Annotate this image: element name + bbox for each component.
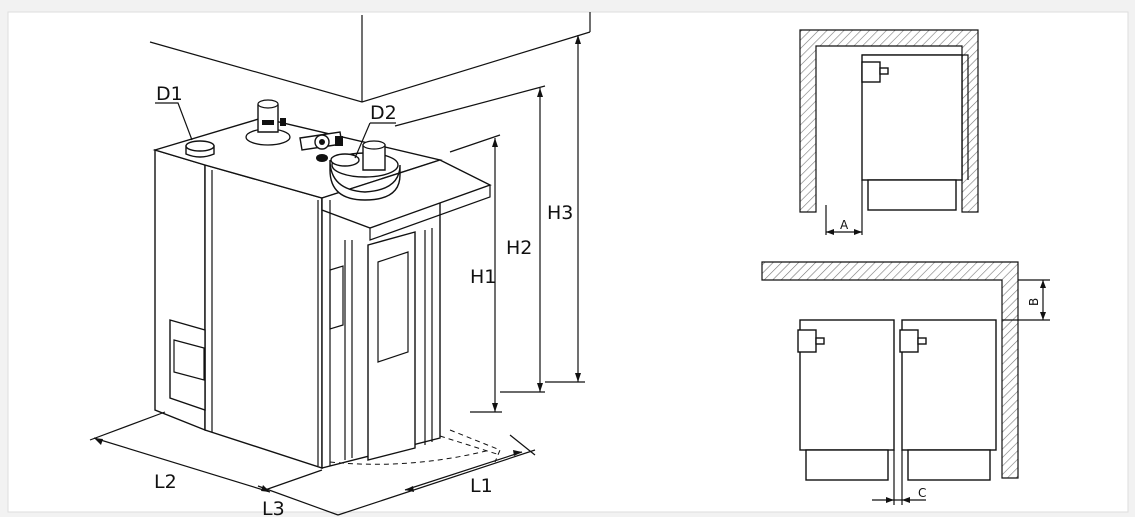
chimney-d1 (185, 140, 215, 158)
oven-door (367, 231, 416, 461)
flue-connection (299, 131, 343, 162)
clearance-view-a: A (799, 29, 979, 235)
label-a: A (840, 218, 849, 232)
height-dimensions (394, 35, 585, 413)
clearance-view-bc: B C (761, 261, 1050, 505)
oven-hood (321, 159, 492, 229)
label-h3: H3 (547, 202, 573, 224)
label-h1: H1 (470, 266, 496, 288)
top-motor (245, 99, 291, 146)
label-l1: L1 (470, 475, 493, 497)
label-l3: L3 (262, 498, 285, 517)
label-d1: D1 (156, 83, 183, 105)
isometric-oven-view: D1 D2 H1 H2 H3 (89, 12, 591, 517)
label-d2: D2 (370, 102, 397, 124)
width-dimensions (89, 411, 536, 516)
label-l2: L2 (154, 471, 177, 493)
steam-exhaust-d2 (329, 140, 401, 201)
oven-front-face (204, 164, 323, 469)
door-swing-arc (329, 449, 491, 465)
label-c: C (918, 486, 926, 500)
label-h2: H2 (506, 237, 532, 259)
label-b: B (1027, 298, 1041, 306)
